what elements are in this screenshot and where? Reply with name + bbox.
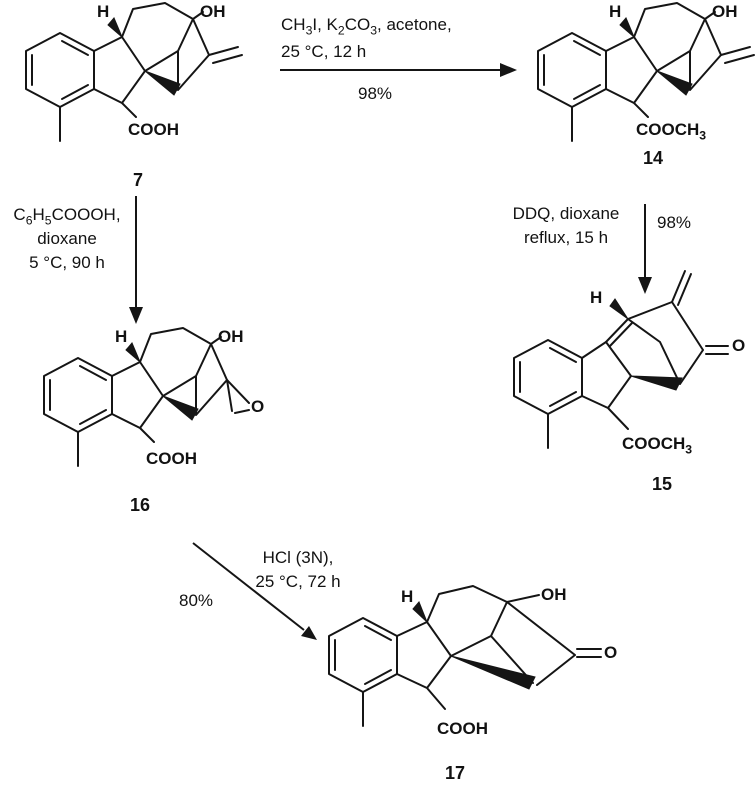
h-wedge-bond [125,342,141,363]
compound-14: H OH COOCH3 14 [524,0,756,200]
compound-number-15: 15 [651,474,673,494]
compound-7-skeleton [25,2,243,142]
aromatic-ring [328,617,398,693]
atom-label-cooh: COOH [437,719,488,738]
sigma-bonds [362,585,576,727]
atom-label-cooh: COOH [146,449,197,468]
conditions-7-14-line2: 25 °C, 12 h [281,42,367,61]
compound-17-skeleton [328,585,602,727]
h-wedge-bond [609,298,629,320]
atom-label-cooh: COOH [128,120,179,139]
compound-15-skeleton [513,270,729,449]
atom-label-h: H [609,2,622,21]
cage-wedge-bond [144,70,181,96]
cage-wedge-bond [656,70,693,96]
atom-label-oh: OH [200,2,226,21]
cage-wedge-bond [162,395,199,421]
conditions-7-16-line2: dioxane [37,229,97,248]
h-wedge-bond [412,601,428,623]
ring-alkene-double-bond [605,318,633,347]
atom-label-ketone-o: O [604,643,618,662]
conditions-7-16-line3: 5 °C, 90 h [29,253,105,272]
atom-label-h: H [115,327,128,346]
conditions-7-14-line1: CH3I, K2CO3, acetone, [281,15,452,38]
epoxide-ring-bonds [226,379,250,414]
atom-label-oh: OH [712,2,738,21]
sigma-bonds [77,327,228,467]
yield-7-14: 98% [358,84,393,103]
yield-14-15: 98% [657,213,692,232]
sigma-bonds [571,2,722,142]
atom-label-h: H [97,2,110,21]
arrow-7-to-16 [129,196,143,324]
atom-label-epoxide-o: O [251,397,265,416]
compound-number-7: 7 [132,170,143,190]
atom-label-ester: COOCH3 [636,120,707,143]
conditions-16-17-line2: 25 °C, 72 h [255,572,341,591]
conditions-14-15-line1: DDQ, dioxane [512,204,620,223]
compound-15: H O COOCH3 15 [498,262,756,507]
atom-label-oh: OH [218,327,244,346]
compound-number-16: 16 [129,495,151,515]
conditions-7-16-line1: C6H5COOOH, [13,205,121,228]
h-wedge-bond [107,17,123,38]
compound-17: H OH O COOH 17 [315,583,635,797]
sigma-bonds [547,301,704,449]
aromatic-ring [43,357,113,433]
exo-methylene-double-bond [720,46,755,64]
aromatic-ring [25,32,95,108]
atom-label-h: H [401,587,414,606]
arrow-14-to-15 [638,204,652,294]
conditions-7-14: CH3I, K2CO3, acetone, 25 °C, 12 h [281,13,452,64]
sigma-bonds [59,2,210,142]
conditions-14-15: DDQ, dioxane reflux, 15 h [497,202,635,250]
arrow-7-to-14 [280,63,517,77]
cage-wedge-bond [450,655,536,690]
cage-wedge-bond [630,375,683,391]
compound-number-14: 14 [642,148,664,168]
aromatic-ring [537,32,607,108]
atom-label-oh: OH [541,585,567,604]
atom-label-h: H [590,288,603,307]
compound-16-skeleton [43,327,250,467]
conditions-7-16: C6H5COOOH, dioxane 5 °C, 90 h [0,203,134,275]
conditions-16-17: HCl (3N), 25 °C, 72 h [232,546,364,594]
compound-14-skeleton [537,2,755,142]
aromatic-ring [513,339,583,415]
ketone-double-bond [576,648,602,658]
atom-label-ester: COOCH3 [622,434,693,457]
compound-16: H OH O COOH 16 [30,325,292,535]
arrow-16-to-17 [192,542,317,640]
compound-number-17: 17 [444,763,466,783]
exo-methylene-double-bond [208,46,243,64]
conditions-16-17-line1: HCl (3N), [262,548,334,567]
yield-16-17: 80% [179,591,214,610]
conditions-14-15-line2: reflux, 15 h [523,228,609,247]
exo-methylene-double-bond [671,270,692,306]
ketone-double-bond [705,345,729,355]
h-wedge-bond [619,17,635,38]
atom-label-ketone-o: O [732,336,746,355]
compound-7: H OH COOH 7 [12,0,258,200]
